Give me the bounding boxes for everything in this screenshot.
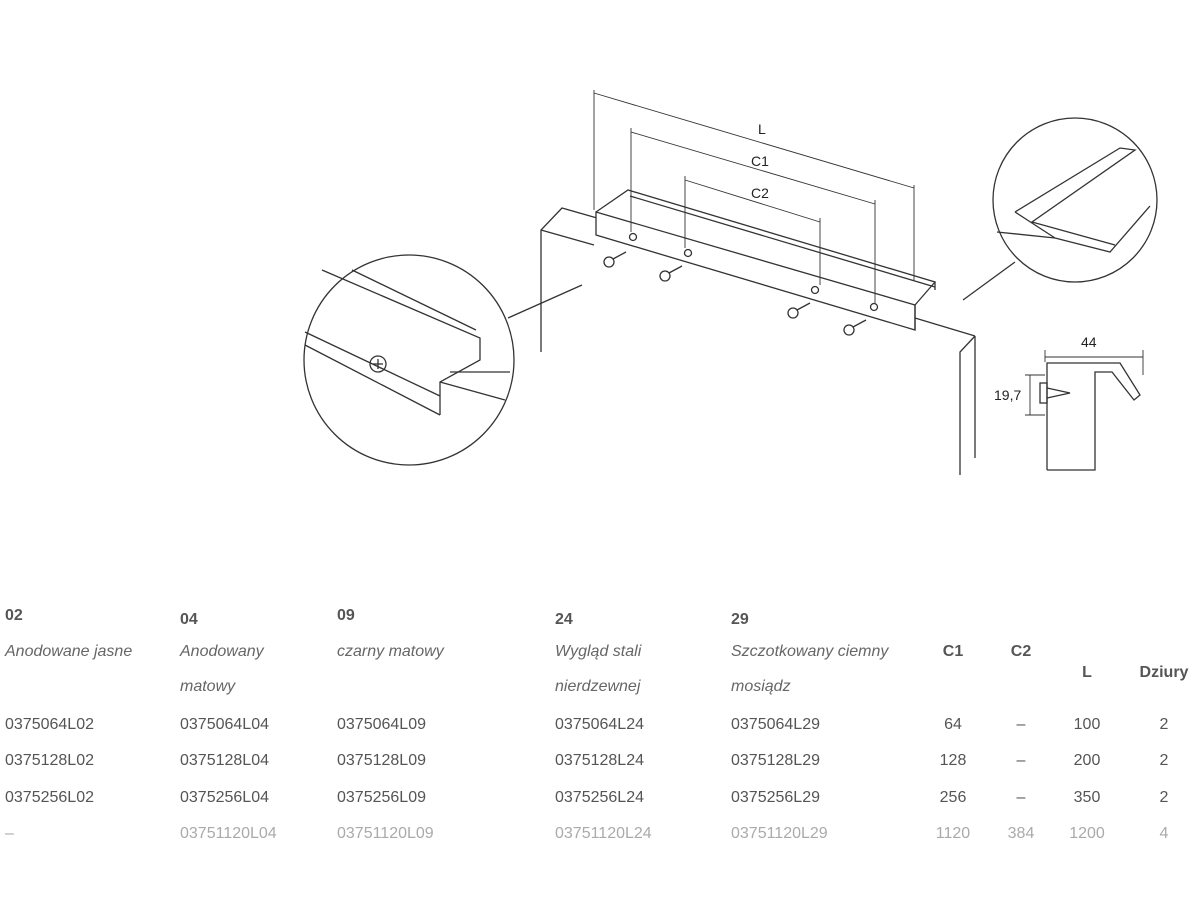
cell-c2: – xyxy=(1016,789,1026,806)
finish-name-line2: matowy xyxy=(180,678,236,695)
header-c2: C2 xyxy=(1010,643,1032,660)
cabinet-panel xyxy=(540,207,976,475)
finish-code: 29 xyxy=(731,611,749,628)
finish-name: czarny matowy xyxy=(337,643,444,660)
product-code: 0375064L04 xyxy=(180,716,269,733)
cell-c1: 64 xyxy=(944,716,962,733)
detail-circle-right xyxy=(962,117,1158,301)
finish-name: Anodowane jasne xyxy=(5,643,133,660)
product-code: 0375064L24 xyxy=(555,716,644,733)
product-code: 0375128L04 xyxy=(180,752,269,769)
product-code: 03751120L09 xyxy=(337,825,434,842)
product-code: 0375064L29 xyxy=(731,716,820,733)
finish-code: 24 xyxy=(555,611,573,628)
dimension-lines xyxy=(593,90,915,303)
cell-c2: – xyxy=(1016,752,1026,769)
product-code: 0375256L04 xyxy=(180,789,269,806)
screws xyxy=(603,251,867,336)
product-code: – xyxy=(5,825,14,842)
product-code: 0375128L24 xyxy=(555,752,644,769)
cell-holes: 2 xyxy=(1159,789,1169,806)
cell-l: 200 xyxy=(1073,752,1101,769)
finish-code: 02 xyxy=(5,607,23,624)
side-profile xyxy=(1025,350,1144,471)
product-code: 0375128L02 xyxy=(5,752,94,769)
cell-c1: 1120 xyxy=(935,825,971,842)
product-code: 03751120L29 xyxy=(731,825,828,842)
dim-label-height: 19,7 xyxy=(994,387,1021,403)
product-code: 0375128L29 xyxy=(731,752,820,769)
cell-l: 350 xyxy=(1073,789,1101,806)
finish-name: Wygląd stali xyxy=(555,643,642,660)
handle-profile xyxy=(595,189,937,331)
product-code: 0375256L02 xyxy=(5,789,94,806)
cell-l: 100 xyxy=(1073,716,1101,733)
header-c1: C1 xyxy=(942,643,964,660)
cell-holes: 2 xyxy=(1159,752,1169,769)
product-code: 0375064L02 xyxy=(5,716,94,733)
header-holes: Dziury xyxy=(1139,664,1189,681)
cell-holes: 4 xyxy=(1159,825,1169,842)
finish-name-line2: nierdzewnej xyxy=(555,678,641,695)
dim-label-width: 44 xyxy=(1081,334,1097,350)
header-l: L xyxy=(1082,664,1092,681)
finish-code: 04 xyxy=(180,611,198,628)
product-code: 0375256L29 xyxy=(731,789,820,806)
finish-code: 09 xyxy=(337,607,355,624)
technical-drawing: L C1 C2 44 19,7 xyxy=(303,90,1158,475)
cell-holes: 2 xyxy=(1159,716,1169,733)
cell-c2: 384 xyxy=(1007,825,1035,842)
product-code: 0375256L09 xyxy=(337,789,426,806)
detail-circle-left xyxy=(303,254,583,466)
finish-name: Anodowany xyxy=(180,643,264,660)
product-code: 03751120L04 xyxy=(180,825,277,842)
product-code: 0375064L09 xyxy=(337,716,426,733)
cell-c1: 128 xyxy=(939,752,967,769)
cell-c1: 256 xyxy=(939,789,967,806)
cell-c2: – xyxy=(1016,716,1026,733)
dim-label-l: L xyxy=(758,121,766,137)
dim-label-c2: C2 xyxy=(751,185,769,201)
product-code: 0375128L09 xyxy=(337,752,426,769)
product-code: 03751120L24 xyxy=(555,825,652,842)
dim-label-c1: C1 xyxy=(751,153,769,169)
finish-name-line2: mosiądz xyxy=(731,678,791,695)
product-code: 0375256L24 xyxy=(555,789,644,806)
cell-l: 1200 xyxy=(1069,825,1105,842)
finish-name: Szczotkowany ciemny xyxy=(731,643,889,660)
